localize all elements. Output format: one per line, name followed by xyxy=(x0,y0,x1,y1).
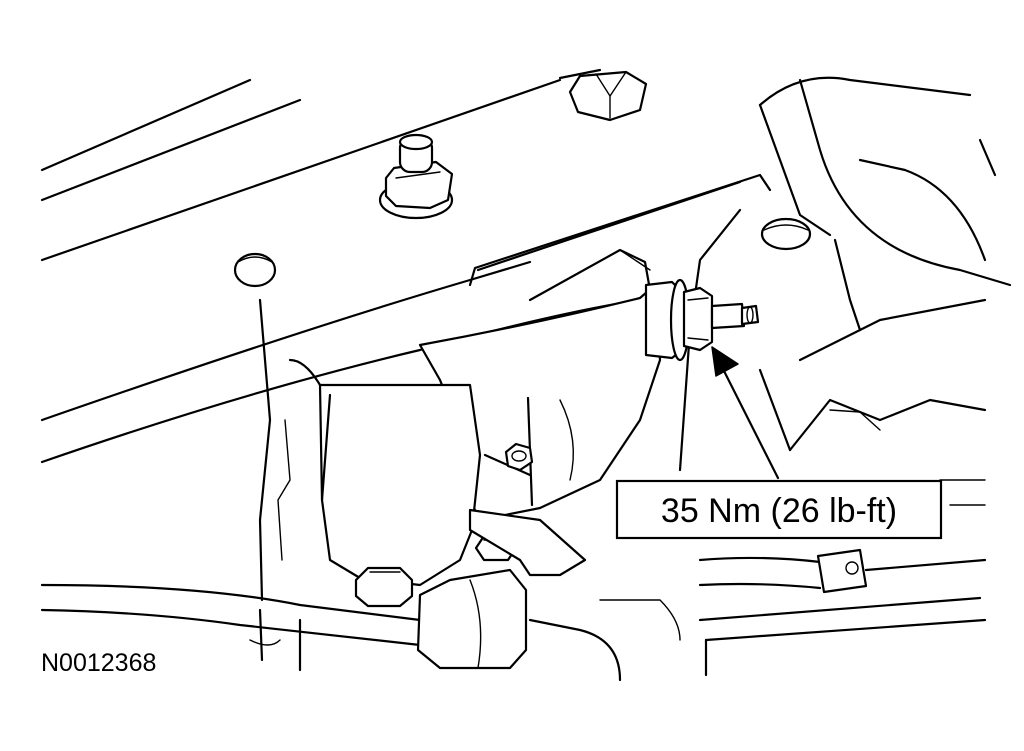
frame-hole-right xyxy=(760,217,812,251)
housing-nut xyxy=(504,442,534,472)
figure-id-label: N0012368 xyxy=(41,649,156,677)
torque-callout: 35 Nm (26 lb-ft) xyxy=(615,479,943,540)
top-bolt-head xyxy=(568,70,648,122)
body-bracket xyxy=(678,76,1012,472)
stabilizer-link xyxy=(40,508,587,672)
lower-arm xyxy=(258,298,482,602)
frame-hole xyxy=(233,252,277,288)
sensor-body xyxy=(644,278,760,362)
torque-spec-label: 35 Nm (26 lb-ft) xyxy=(661,492,897,530)
callout-arrow xyxy=(711,346,780,480)
frame-rail xyxy=(40,68,772,464)
lower-right-component xyxy=(528,596,987,682)
stud-nut xyxy=(378,133,454,220)
wire-harness xyxy=(698,479,987,594)
